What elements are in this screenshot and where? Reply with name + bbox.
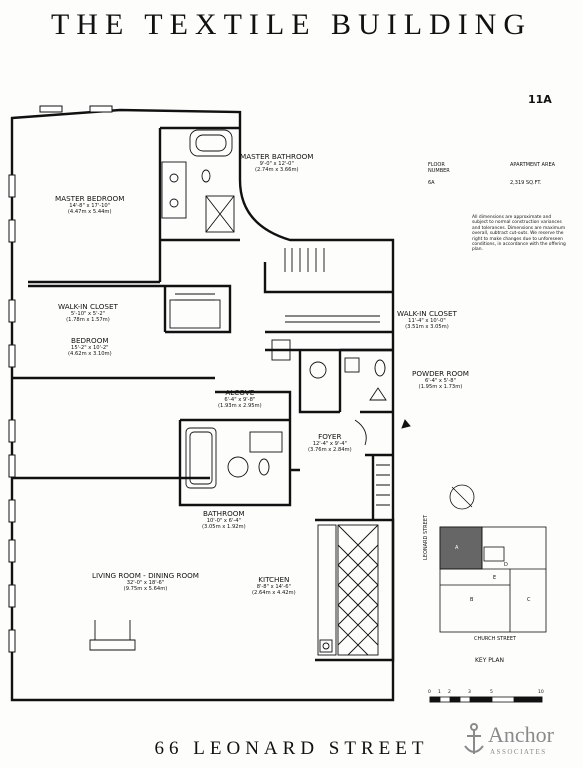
room-metric: (1.95m x 1.73m): [418, 384, 463, 390]
room-name: MASTER BEDROOM: [55, 194, 125, 203]
room-dim: 8'-8" x 14'-6": [256, 584, 291, 590]
room-dim: 6'-4" x 5'-8": [425, 378, 456, 384]
room-label-walkin-closet-2: WALK-IN CLOSET 11'-4" x 10'-0" (3.51m x …: [397, 309, 457, 331]
scale-tick-0: 0: [428, 690, 431, 695]
wall-foyer: [365, 453, 393, 520]
unit-number: 11A: [528, 93, 552, 106]
room-label-bathroom: BATHROOM 10'-0" x 6'-4" (3.05m x 1.92m): [202, 509, 246, 531]
scale-tick-1: 1: [438, 690, 441, 695]
room-dim: 9'-0" x 12'-0": [259, 161, 294, 167]
room-label-powder-room: POWDER ROOM 6'-4" x 5'-8" (1.95m x 1.73m…: [412, 369, 469, 391]
room-name: FOYER: [318, 432, 342, 441]
key-plan-wing-d: D: [504, 562, 508, 568]
brand-sub: ASSOCIATES: [490, 748, 547, 756]
wall-powder: [340, 348, 393, 414]
room-dim: 32'-0" x 18'-6": [126, 580, 165, 586]
room-metric: (3.05m x 1.92m): [202, 524, 246, 530]
room-label-master-bedroom: MASTER BEDROOM 14'-8" x 17'-10" (4.47m x…: [55, 194, 125, 216]
scale-tick-3: 3: [468, 690, 471, 695]
room-label-foyer: FOYER 12'-4" x 9'-4" (3.76m x 2.84m): [308, 432, 352, 454]
room-dim: 15'-2" x 10'-2": [71, 345, 109, 351]
room-name: MASTER BATHROOM: [240, 152, 314, 161]
room-metric: (2.64m x 4.42m): [252, 590, 296, 596]
room-metric: (2.74m x 3.66m): [254, 167, 299, 173]
room-name: KITCHEN: [258, 575, 290, 584]
key-plan-wing-b: B: [470, 597, 474, 603]
room-label-living-dining: LIVING ROOM - DINING ROOM 32'-0" x 18'-6…: [92, 571, 199, 593]
key-plan-label: KEY PLAN: [475, 657, 504, 664]
apartment-area-value: 2,319 SQ.FT.: [510, 180, 542, 186]
room-name: ALCOVE: [225, 388, 255, 397]
room-metric: (3.51m x 3.05m): [405, 324, 449, 330]
scale-tick-5: 5: [490, 690, 493, 695]
address-footer: 66 LEONARD STREET: [154, 738, 429, 759]
building-title: THE TEXTILE BUILDING: [50, 8, 533, 41]
apartment-area-label: APARTMENT AREA: [510, 162, 556, 168]
room-metric: (9.75m x 5.64m): [123, 586, 168, 592]
room-label-master-bathroom: MASTER BATHROOM 9'-0" x 12'-0" (2.74m x …: [240, 152, 314, 174]
disclaimer-text: All dimensions are approximate and subje…: [472, 215, 566, 253]
room-label-kitchen: KITCHEN 8'-8" x 14'-6" (2.64m x 4.42m): [252, 575, 296, 597]
room-metric: (4.62m x 3.10m): [68, 351, 112, 357]
room-name: BEDROOM: [71, 336, 109, 345]
room-label-bedroom: BEDROOM 15'-2" x 10'-2" (4.62m x 3.10m): [68, 336, 112, 358]
wall-kitchen: [315, 518, 395, 662]
scale-bar: [429, 696, 543, 703]
key-plan-wing-c: C: [527, 597, 531, 603]
room-name: WALK-IN CLOSET: [397, 309, 457, 318]
room-name: BATHROOM: [203, 509, 245, 518]
wall-core: [263, 262, 393, 414]
room-name: POWDER ROOM: [412, 369, 469, 378]
floor-number-value: 6A: [428, 180, 435, 186]
room-name: WALK-IN CLOSET: [58, 302, 118, 311]
key-plan-drawing: [439, 484, 547, 633]
wall-master-bath: [158, 126, 240, 282]
room-dim: 14'-8" x 17'-10": [69, 203, 111, 209]
room-dim: 12'-4" x 9'-4": [312, 441, 347, 447]
room-metric: (1.93m x 2.95m): [218, 403, 262, 409]
key-plan-street-horizontal: CHURCH STREET: [474, 636, 517, 642]
key-plan-street-vertical: LEONARD STREET: [423, 514, 429, 560]
scale-tick-2: 2: [448, 690, 451, 695]
fixtures: [89, 129, 411, 656]
room-metric: (4.47m x 5.44m): [67, 209, 112, 215]
key-plan-wing-e: E: [493, 575, 497, 581]
room-dim: 5'-10" x 5'-2": [70, 311, 106, 317]
room-label-walkin-closet-1: WALK-IN CLOSET 5'-10" x 5'-2" (1.78m x 1…: [58, 302, 118, 324]
room-dim: 11'-4" x 10'-0": [408, 318, 446, 324]
wall-alcove: [178, 390, 300, 507]
scale-tick-10: 10: [538, 690, 544, 695]
room-dim: 6'-4" x 9'-8": [224, 397, 256, 403]
room-metric: (1.78m x 1.57m): [66, 317, 110, 323]
window-marks: [8, 105, 113, 653]
wall-closet-1: [28, 284, 232, 334]
exterior-wall: [10, 108, 395, 702]
key-plan-wing-a: A: [455, 545, 459, 551]
brand-name: Anchor: [488, 722, 554, 747]
room-name: LIVING ROOM - DINING ROOM: [92, 571, 199, 580]
room-metric: (3.76m x 2.84m): [308, 447, 352, 453]
floor-number-label: FLOOR NUMBER: [428, 162, 450, 174]
anchor-logo-icon: [464, 723, 484, 754]
room-dim: 10'-0" x 6'-4": [206, 518, 241, 524]
room-label-alcove: ALCOVE 6'-4" x 9'-8" (1.93m x 2.95m): [218, 388, 262, 410]
